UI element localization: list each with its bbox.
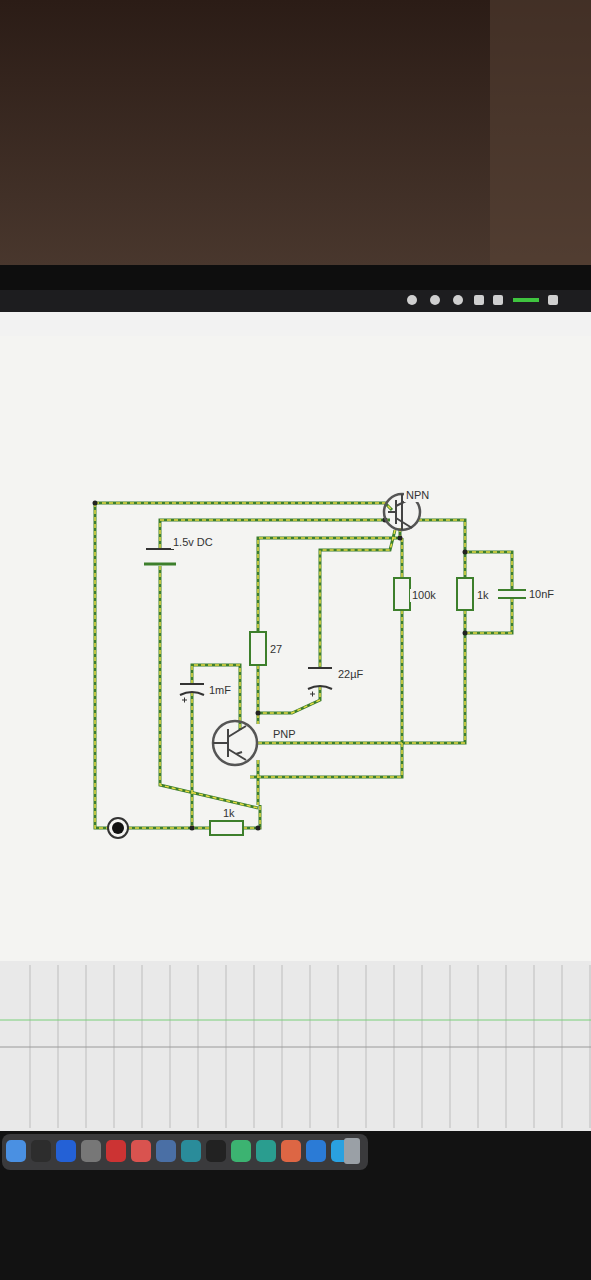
pnp-symbol bbox=[213, 721, 257, 765]
scope-divider bbox=[0, 1047, 591, 1048]
wire bbox=[95, 503, 108, 828]
wire-highlight bbox=[95, 503, 108, 828]
terminal bbox=[108, 818, 128, 838]
wires bbox=[93, 501, 513, 831]
scope-panel bbox=[0, 961, 591, 1131]
wire bbox=[128, 827, 210, 830]
scope-trace bbox=[0, 1020, 591, 1021]
wire bbox=[160, 520, 390, 548]
wire bbox=[250, 610, 402, 777]
junction-dot bbox=[190, 826, 195, 831]
battery-plate bbox=[146, 548, 174, 550]
wire-highlight bbox=[257, 760, 259, 805]
terminal-dot bbox=[112, 822, 124, 834]
wire-highlight bbox=[95, 503, 392, 510]
wire bbox=[257, 665, 260, 724]
component-label: 1.5v DC bbox=[171, 536, 215, 549]
component-label: 1k bbox=[221, 807, 237, 820]
menu-icons bbox=[407, 295, 558, 305]
components bbox=[108, 494, 526, 838]
resistor-symbol bbox=[457, 578, 473, 610]
wire-highlight bbox=[160, 566, 258, 808]
wire bbox=[401, 538, 404, 578]
dock-icon bbox=[56, 1140, 76, 1162]
pnp-leads bbox=[213, 726, 246, 760]
wire bbox=[257, 760, 260, 805]
component-label: 22µF bbox=[336, 668, 365, 681]
wire bbox=[418, 520, 465, 578]
capacitor-plate bbox=[498, 589, 526, 591]
wire-highlight bbox=[258, 528, 400, 632]
wire bbox=[320, 530, 395, 668]
address-bar bbox=[0, 312, 591, 336]
dock-icon bbox=[281, 1140, 301, 1162]
dock-icon bbox=[156, 1140, 176, 1162]
wire bbox=[95, 503, 392, 510]
capacitor-plate bbox=[498, 597, 526, 599]
component-label: 27 bbox=[268, 643, 284, 656]
wire bbox=[258, 528, 400, 632]
page-canvas bbox=[0, 336, 591, 961]
wire-highlight bbox=[418, 520, 465, 578]
capacitor-plate bbox=[180, 683, 204, 685]
wire bbox=[191, 692, 194, 828]
dock-icon bbox=[131, 1140, 151, 1162]
menu-bar bbox=[0, 290, 591, 312]
dock-icon bbox=[31, 1140, 51, 1162]
wire-highlight bbox=[320, 530, 395, 668]
wire-highlight bbox=[257, 610, 465, 743]
capacitor-plate bbox=[180, 692, 204, 695]
wire-highlight bbox=[160, 520, 390, 548]
resistor-symbol bbox=[210, 821, 243, 835]
wire bbox=[257, 610, 465, 743]
wire-highlight bbox=[191, 692, 193, 828]
monitor-bottom bbox=[0, 1131, 591, 1280]
wall-shade bbox=[490, 0, 591, 275]
component-label: 10nF bbox=[527, 588, 556, 601]
component-label: 1mF bbox=[207, 684, 233, 697]
resistor-symbol bbox=[250, 632, 266, 665]
wire-highlight bbox=[401, 538, 403, 578]
dock-icon bbox=[106, 1140, 126, 1162]
battery-plate bbox=[144, 563, 176, 566]
component-label: NPN bbox=[404, 489, 431, 502]
wire bbox=[160, 566, 258, 808]
junction-dot bbox=[93, 501, 98, 506]
junction-dot bbox=[398, 536, 403, 541]
dock-icon bbox=[306, 1140, 326, 1162]
dock-icons bbox=[6, 1140, 351, 1162]
wire-highlight bbox=[128, 827, 210, 829]
junction-dot bbox=[256, 711, 261, 716]
wire bbox=[258, 686, 320, 713]
dock bbox=[2, 1134, 368, 1170]
component-label: 100k bbox=[410, 589, 438, 602]
capacitor-plate bbox=[308, 667, 332, 669]
room-background bbox=[0, 0, 591, 275]
polarity-mark bbox=[310, 692, 315, 697]
trash-icon bbox=[344, 1138, 360, 1164]
junction-dot bbox=[256, 826, 261, 831]
dock-icon bbox=[231, 1140, 251, 1162]
junction-dot bbox=[463, 631, 468, 636]
component-label: 1k bbox=[475, 589, 491, 602]
dock-icon bbox=[181, 1140, 201, 1162]
wire-highlight bbox=[243, 805, 260, 828]
component-label: PNP bbox=[271, 728, 298, 741]
wire-highlight bbox=[258, 686, 320, 713]
dock-icon bbox=[256, 1140, 276, 1162]
resistor-symbol bbox=[394, 578, 410, 610]
dock-icon bbox=[6, 1140, 26, 1162]
capacitor-plate bbox=[308, 686, 332, 689]
dock-icon bbox=[81, 1140, 101, 1162]
wire-highlight bbox=[250, 610, 402, 777]
dock-icon bbox=[206, 1140, 226, 1162]
junction-dot bbox=[463, 550, 468, 555]
polarity-mark bbox=[182, 698, 187, 703]
